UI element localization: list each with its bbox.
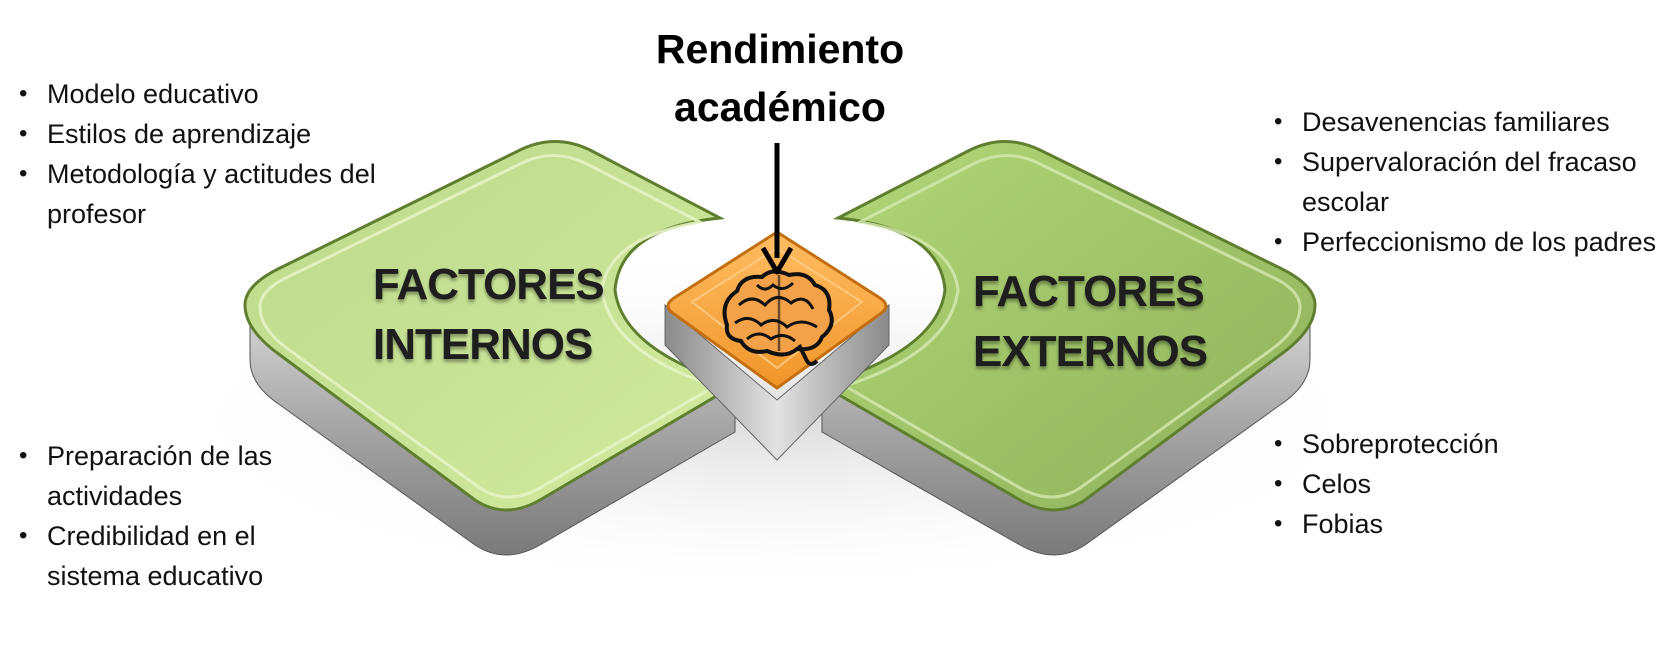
- internal-factors-list-top: Modelo educativo Estilos de aprendizaje …: [0, 74, 420, 234]
- list-item: Sobreprotección: [1255, 424, 1655, 464]
- list-item: Supervaloración del fracaso escolar: [1255, 142, 1670, 222]
- list-item: Perfeccionismo de los padres: [1255, 222, 1670, 262]
- internal-factors-list-bottom: Preparación de las actividades Credibili…: [0, 436, 340, 596]
- brain-icon: [722, 269, 834, 366]
- down-arrow-icon: [760, 143, 794, 275]
- diagram-title: Rendimiento académico: [560, 20, 1000, 136]
- external-factors-list-top: Desavenencias familiares Supervaloración…: [1255, 102, 1670, 262]
- list-item: Preparación de las actividades: [0, 436, 340, 516]
- internal-label-line-1: FACTORES: [373, 260, 605, 309]
- internal-factors-label: FACTORES INTERNOS: [373, 255, 605, 375]
- list-item: Desavenencias familiares: [1255, 102, 1670, 142]
- list-item: Estilos de aprendizaje: [0, 114, 420, 154]
- external-factors-label: FACTORES EXTERNOS: [973, 262, 1208, 382]
- title-line-2: académico: [674, 84, 886, 130]
- external-factors-block: [818, 140, 1317, 556]
- internal-label-line-2: INTERNOS: [373, 320, 593, 369]
- list-item: Credibilidad en el sistema educativo: [0, 516, 340, 596]
- external-label-line-2: EXTERNOS: [973, 327, 1208, 376]
- external-label-line-1: FACTORES: [973, 267, 1205, 316]
- external-factors-list-bottom: Sobreprotección Celos Fobias: [1255, 424, 1655, 544]
- title-line-1: Rendimiento: [655, 26, 905, 72]
- list-item: Celos: [1255, 464, 1655, 504]
- list-item: Modelo educativo: [0, 74, 420, 114]
- list-item: Metodología y actitudes del profesor: [0, 154, 420, 234]
- list-item: Fobias: [1255, 504, 1655, 544]
